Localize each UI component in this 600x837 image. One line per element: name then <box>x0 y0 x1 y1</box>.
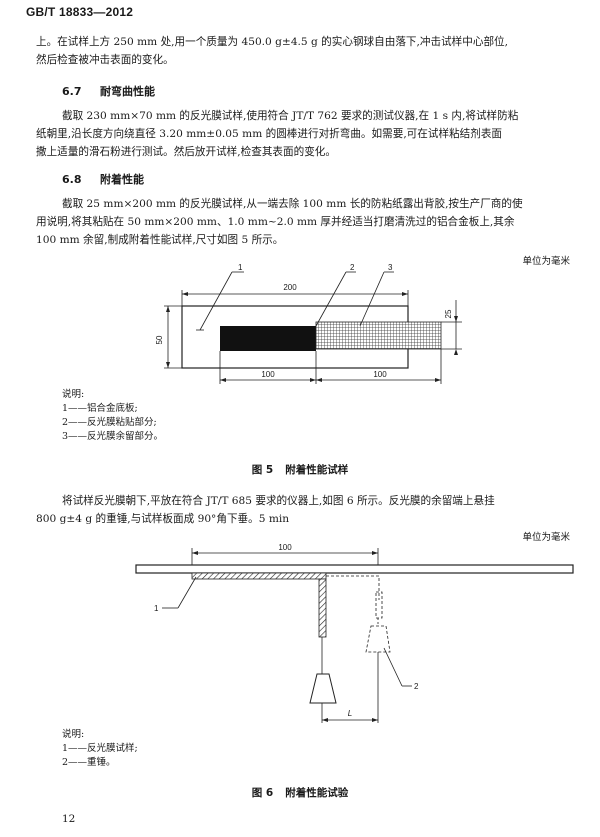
legend-item: 3——反光膜余留部分。 <box>62 431 164 442</box>
legend-title: 说明: <box>62 729 85 740</box>
dim-height-label: 50 <box>155 335 164 344</box>
para-line: 纸朝里,沿长度方向绕直径 3.20 mm±0.05 mm 的圆棒进行对折弯曲。如… <box>36 128 503 140</box>
procedure-paragraph: 将试样反光膜朝下,平放在符合 JT/T 685 要求的仪器上,如图 6 所示。反… <box>36 492 574 528</box>
dim-l-label: L <box>348 709 352 718</box>
test-plate <box>135 564 574 574</box>
intro-paragraph: 上。在试样上方 250 mm 处,用一个质量为 450.0 g±4.5 g 的实… <box>36 33 574 69</box>
legend-title: 说明: <box>62 389 85 400</box>
caption-label: 图 5 <box>251 464 274 476</box>
legend-item: 1——反光膜试样; <box>62 743 138 754</box>
figure5-unit-note: 单位为毫米 <box>522 256 570 267</box>
callout-1: 1 <box>238 263 243 272</box>
caption-title: 附着性能试验 <box>285 787 349 799</box>
para-line: 100 mm 余留,制成附着性能试样,尺寸如图 5 所示。 <box>36 234 284 246</box>
section-6-8-heading: 6.8 附着性能 <box>62 171 144 187</box>
section-6-7-paragraph: 截取 230 mm×70 mm 的反光膜试样,使用符合 JT/T 762 要求的… <box>36 107 574 161</box>
callout-3: 3 <box>388 263 393 272</box>
dim-total-label: 200 <box>283 283 297 292</box>
para-line: 截取 230 mm×70 mm 的反光膜试样,使用符合 JT/T 762 要求的… <box>62 110 519 122</box>
standard-header: GB/T 18833—2012 <box>26 5 134 19</box>
figure6-caption: 图 6 附着性能试验 <box>0 785 600 800</box>
page-number: 12 <box>62 813 76 825</box>
para-line: 截取 25 mm×200 mm 的反光膜试样,从一端去除 100 mm 长的防粘… <box>62 198 523 210</box>
para-line: 撒上适量的滑石粉进行测试。然后放开试样,检查其表面的变化。 <box>36 146 336 158</box>
dim-bonded-label: 100 <box>261 370 275 379</box>
legend-item: 1——铝合金底板; <box>62 403 138 414</box>
callout-2: 2 <box>350 263 355 272</box>
dim-free-label: 100 <box>373 370 387 379</box>
section-title: 耐弯曲性能 <box>100 85 155 98</box>
hanging-film <box>318 578 327 638</box>
dim-top-label: 100 <box>278 543 292 552</box>
figure5-legend: 说明: 1——铝合金底板; 2——反光膜粘贴部分; 3——反光膜余留部分。 <box>62 388 163 444</box>
section-number: 6.8 <box>62 173 82 186</box>
figure5-caption: 图 5 附着性能试样 <box>0 462 600 477</box>
para-line: 用说明,将其粘贴在 50 mm×200 mm、1.0 mm~2.0 mm 厚并经… <box>36 216 515 228</box>
caption-title: 附着性能试样 <box>285 464 349 476</box>
legend-item: 2——反光膜粘贴部分; <box>62 417 157 428</box>
legend-item: 2——重锤。 <box>62 757 116 768</box>
section-6-8-paragraph: 截取 25 mm×200 mm 的反光膜试样,从一端去除 100 mm 长的防粘… <box>36 195 574 249</box>
figure6-unit-note: 单位为毫米 <box>522 532 570 543</box>
bonded-film-part <box>220 326 316 351</box>
caption-label: 图 6 <box>251 787 274 799</box>
para-line: 800 g±4 g 的重锤,与试样板面成 90°角下垂。5 min <box>36 513 290 525</box>
intro-line-1: 上。在试样上方 250 mm 处,用一个质量为 450.0 g±4.5 g 的实… <box>36 36 509 48</box>
intro-line-2: 然后检查被冲击表面的变化。 <box>36 54 174 66</box>
sample-film <box>191 572 327 580</box>
fig6-callout-1: 1 <box>154 604 159 613</box>
free-film-part <box>315 321 442 350</box>
figure6-legend: 说明: 1——反光膜试样; 2——重锤。 <box>62 728 138 770</box>
dim-strip-label: 25 <box>444 309 453 318</box>
section-title: 附着性能 <box>100 173 144 186</box>
fig6-callout-2: 2 <box>414 682 419 691</box>
section-number: 6.7 <box>62 85 82 98</box>
para-line: 将试样反光膜朝下,平放在符合 JT/T 685 要求的仪器上,如图 6 所示。反… <box>62 495 495 507</box>
weight-dashed <box>365 625 391 653</box>
section-6-7-heading: 6.7 耐弯曲性能 <box>62 83 155 99</box>
weight <box>309 673 337 704</box>
